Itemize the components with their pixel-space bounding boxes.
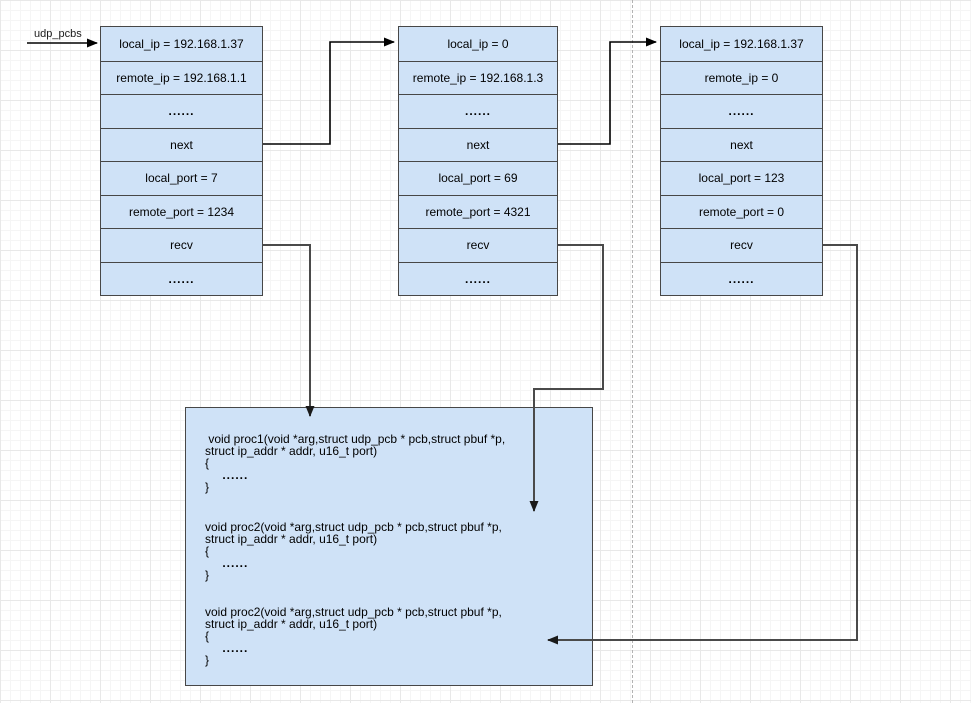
pcb-table-3[interactable]: local_ip = 192.168.1.37 remote_ip = 0 ..…	[660, 26, 823, 296]
code-line: struct ip_addr * addr, u16_t port)	[205, 444, 378, 458]
pcb3-row-local-ip: local_ip = 192.168.1.37	[679, 36, 804, 51]
pcb1-row-local-ip: local_ip = 192.168.1.37	[119, 36, 244, 51]
pcb1-row-next: next	[101, 127, 262, 162]
pcb2-row-next: next	[399, 127, 557, 162]
arrow-next-pcb2-to-pcb3	[558, 37, 657, 145]
pcb3-row-next: next	[661, 127, 822, 162]
pcb-table-2[interactable]: local_ip = 0 remote_ip = 192.168.1.3 ...…	[398, 26, 558, 296]
pcb2-row-ellipsis: ......	[399, 94, 557, 128]
entry-pointer-label: udp_pcbs	[34, 28, 82, 40]
pcb3-row-ellipsis-2: ......	[661, 261, 822, 296]
code-line: }	[205, 568, 210, 582]
pcb2-row-remote-ip: remote_ip = 192.168.1.3	[399, 60, 557, 95]
callback-code-box[interactable]: void proc1(void *arg,struct udp_pcb * pc…	[185, 407, 593, 686]
code-line: ......	[205, 468, 249, 482]
arrow-recv-pcb3-to-proc2b	[547, 244, 858, 645]
pcb1-row-remote-port: remote_port = 1234	[101, 194, 262, 229]
pcb3-row-remote-ip: remote_ip = 0	[661, 60, 822, 95]
pcb2-row-recv: recv	[399, 228, 557, 262]
pcb3-row-local-port: local_port = 123	[661, 161, 822, 195]
code-line: ......	[205, 641, 249, 655]
pcb-table-1[interactable]: local_ip = 192.168.1.37 remote_ip = 192.…	[100, 26, 263, 296]
code-line: void proc2(void *arg,struct udp_pcb * pc…	[205, 605, 502, 619]
code-function-proc2b: void proc2(void *arg,struct udp_pcb * pc…	[205, 606, 582, 666]
code-line: void proc2(void *arg,struct udp_pcb * pc…	[205, 520, 502, 534]
code-line: }	[205, 653, 210, 667]
code-function-proc1: void proc1(void *arg,struct udp_pcb * pc…	[205, 433, 582, 493]
arrow-recv-pcb1-to-proc1	[263, 244, 315, 417]
pcb2-row-remote-port: remote_port = 4321	[399, 194, 557, 229]
pcb3-row-ellipsis: ......	[661, 94, 822, 128]
pcb1-row-remote-ip: remote_ip = 192.168.1.1	[101, 60, 262, 95]
page-break-line	[632, 0, 633, 703]
pcb3-row-recv: recv	[661, 228, 822, 262]
code-line: {	[205, 456, 210, 470]
pcb1-row-ellipsis-2: ......	[101, 261, 262, 296]
pcb2-row-ellipsis-2: ......	[399, 261, 557, 296]
pcb2-row-local-ip: local_ip = 0	[447, 36, 509, 51]
code-line: {	[205, 629, 210, 643]
code-line: struct ip_addr * addr, u16_t port)	[205, 617, 378, 631]
pcb2-row-local-port: local_port = 69	[399, 161, 557, 195]
code-line: {	[205, 544, 210, 558]
code-line: struct ip_addr * addr, u16_t port)	[205, 532, 378, 546]
pcb3-row-remote-port: remote_port = 0	[661, 194, 822, 229]
code-line: ......	[205, 556, 249, 570]
arrow-next-pcb1-to-pcb2	[263, 37, 395, 145]
code-function-proc2: void proc2(void *arg,struct udp_pcb * pc…	[205, 521, 582, 581]
pcb1-row-recv: recv	[101, 228, 262, 262]
pcb1-row-local-port: local_port = 7	[101, 161, 262, 195]
pcb1-row-ellipsis: ......	[101, 94, 262, 128]
code-line: }	[205, 480, 210, 494]
code-line: void proc1(void *arg,struct udp_pcb * pc…	[205, 432, 506, 446]
